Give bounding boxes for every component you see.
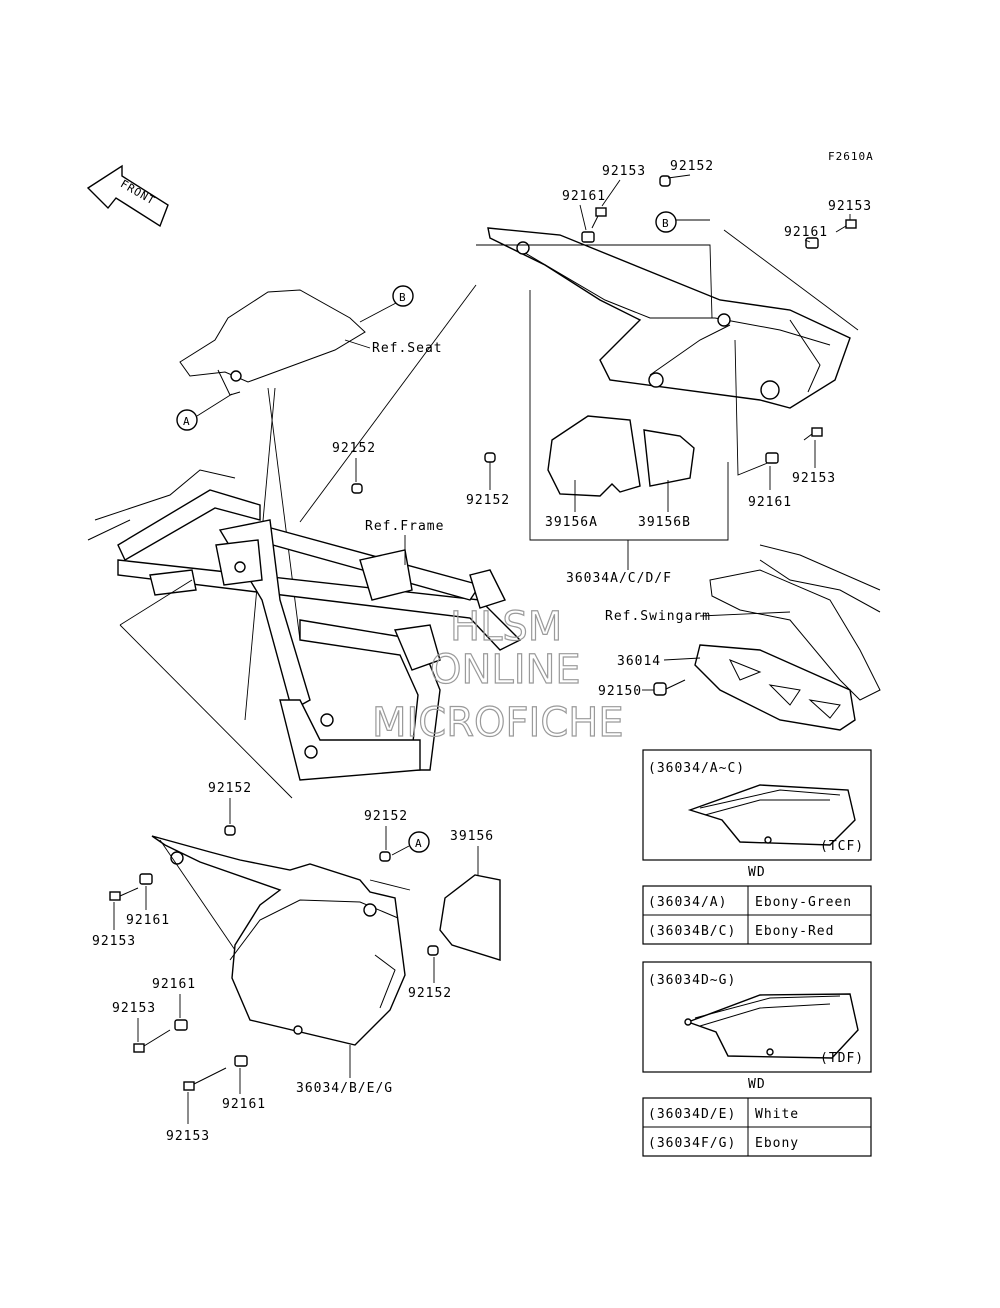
callout-b: B (392, 285, 414, 307)
ref-frame: Ref.Frame (365, 519, 444, 534)
table-cell-color: Ebony (755, 1136, 799, 1151)
market-label: WD (748, 865, 766, 880)
chain-guard (694, 644, 856, 731)
watermark: HLSM ONLINE MICROFICHE (371, 603, 624, 746)
callout-b: B (655, 211, 677, 233)
color-table-tdf: (36034D/E) White (36034F/G) Ebony (642, 1097, 872, 1157)
callout-a: A (176, 409, 198, 431)
table-cell-code: (36034F/G) (648, 1136, 736, 1151)
label-92150: 92150 (598, 684, 642, 699)
variant-tag: (TDF) (820, 1051, 864, 1066)
label-39156: 39156 (450, 829, 494, 844)
front-arrow-icon: FRONT (86, 164, 169, 228)
label-92153: 92153 (112, 1001, 156, 1016)
label-92153: 92153 (828, 199, 872, 214)
label-36034-beg: 36034/B/E/G (296, 1081, 393, 1096)
svg-text:A: A (415, 837, 423, 850)
table-cell-color: White (755, 1107, 799, 1122)
figure-code: F2610A (828, 150, 874, 163)
label-92152: 92152 (364, 809, 408, 824)
label-36034-acdf: 36034A/C/D/F (566, 571, 672, 586)
svg-text:B: B (662, 217, 670, 230)
svg-text:B: B (399, 291, 407, 304)
label-92161: 92161 (222, 1097, 266, 1112)
table-cell-code: (36034/A) (648, 895, 727, 910)
label-92152: 92152 (670, 159, 714, 174)
label-92153: 92153 (602, 164, 646, 179)
color-table-tcf: (36034/A) Ebony-Green (36034B/C) Ebony-R… (642, 885, 872, 945)
label-39156b: 39156B (638, 515, 691, 530)
label-92161: 92161 (152, 977, 196, 992)
variant-title: (36034/A~C) (648, 761, 745, 776)
label-92153: 92153 (166, 1129, 210, 1144)
variant-panel-tdf: (36034D~G) (TDF) (642, 961, 872, 1073)
frame-reference (87, 469, 522, 781)
ref-swingarm: Ref.Swingarm (605, 609, 711, 624)
label-92161: 92161 (784, 225, 828, 240)
sticker-39156a (547, 415, 641, 497)
fasteners-top (484, 175, 857, 464)
label-92152: 92152 (466, 493, 510, 508)
svg-text:ONLINE: ONLINE (430, 647, 581, 693)
seat-reference (179, 289, 366, 396)
label-92152: 92152 (408, 986, 452, 1001)
svg-text:A: A (183, 415, 191, 428)
side-cover-right (487, 227, 851, 409)
variant-tag: (TCF) (820, 839, 864, 854)
fasteners-bottom (109, 825, 439, 1091)
table-cell-code: (36034D/E) (648, 1107, 736, 1122)
label-92153: 92153 (792, 471, 836, 486)
table-cell-color: Ebony-Green (755, 895, 852, 910)
svg-text:HLSM: HLSM (450, 604, 562, 650)
variant-title: (36034D~G) (648, 973, 736, 988)
label-92152: 92152 (208, 781, 252, 796)
label-92161: 92161 (748, 495, 792, 510)
side-cover-left (151, 835, 406, 1046)
sticker-39156b (643, 429, 695, 487)
svg-text:MICROFICHE: MICROFICHE (372, 700, 624, 746)
sticker-39156 (439, 874, 501, 961)
label-92161: 92161 (126, 913, 170, 928)
swingarm-reference (709, 544, 881, 701)
table-cell-code: (36034B/C) (648, 924, 736, 939)
label-92161: 92161 (562, 189, 606, 204)
label-39156a: 39156A (545, 515, 598, 530)
label-92153: 92153 (92, 934, 136, 949)
label-36014: 36014 (617, 654, 661, 669)
variant-panel-tcf: (36034/A~C) (TCF) (642, 749, 872, 861)
market-label: WD (748, 1077, 766, 1092)
label-92152: 92152 (332, 441, 376, 456)
ref-seat: Ref.Seat (372, 341, 443, 356)
callout-a: A (408, 831, 430, 853)
table-cell-color: Ebony-Red (755, 924, 834, 939)
